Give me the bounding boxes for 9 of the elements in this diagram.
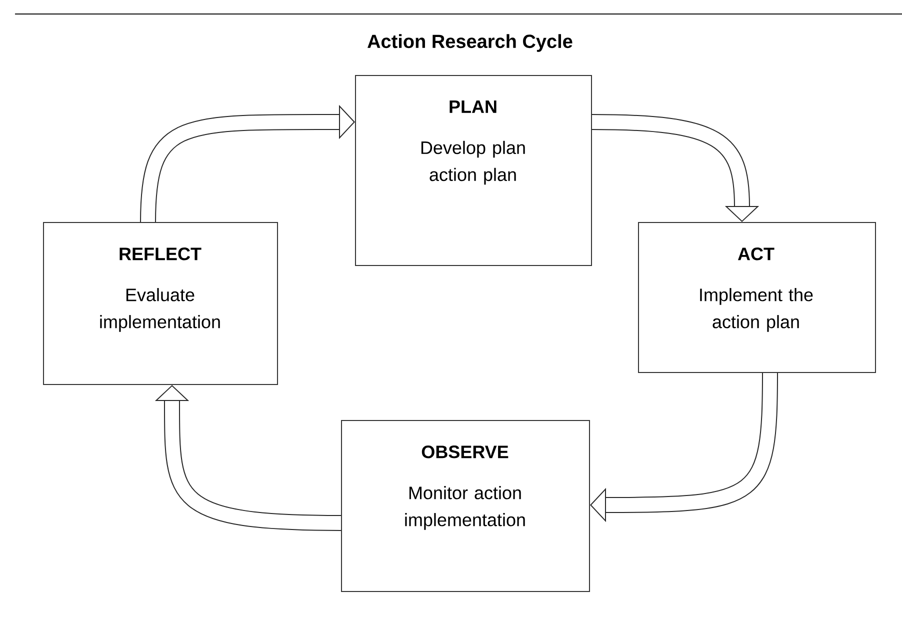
diagram-title: Action Research Cycle bbox=[368, 34, 572, 52]
process-box: ACT Implement the action plan bbox=[638, 222, 876, 373]
process-box: OBSERVE Monitor action implementation bbox=[341, 420, 590, 592]
process-box: PLAN Develop plan action plan bbox=[355, 75, 592, 266]
curved-arrow bbox=[592, 114, 760, 222]
curved-arrow bbox=[154, 385, 342, 531]
curved-arrow bbox=[590, 372, 778, 522]
curved-arrow bbox=[140, 104, 355, 222]
process-box: REFLECT Evaluate implementation bbox=[43, 222, 278, 385]
